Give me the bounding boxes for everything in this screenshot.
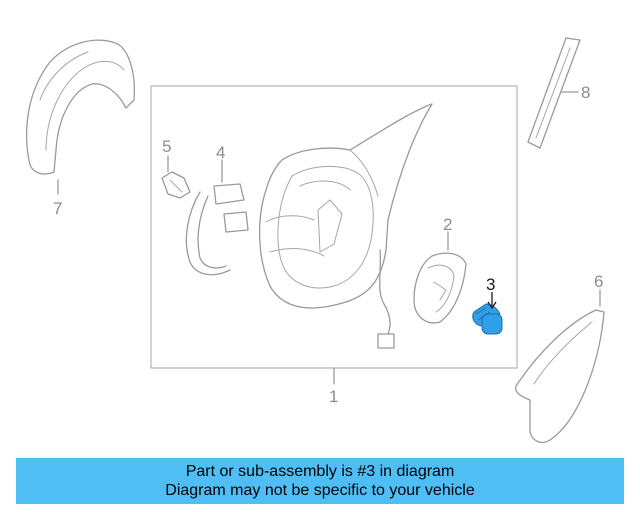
part-8-trim-strip[interactable] — [527, 37, 581, 149]
part-7-mirror-cover[interactable] — [25, 39, 136, 195]
callout-4[interactable]: 4 — [216, 143, 225, 162]
callout-1[interactable]: 1 — [329, 387, 338, 406]
mirror-housing[interactable] — [258, 103, 433, 349]
callout-8[interactable]: 8 — [581, 83, 590, 102]
part-2-actuator[interactable] — [413, 231, 467, 324]
callout-2[interactable]: 2 — [443, 215, 452, 234]
callout-7[interactable]: 7 — [53, 199, 62, 218]
part-3-highlighted-screw[interactable] — [472, 292, 503, 335]
banner-line-1: Part or sub-assembly is #3 in diagram — [185, 463, 455, 480]
callout-3[interactable]: 3 — [486, 275, 495, 294]
callout-6[interactable]: 6 — [594, 272, 603, 291]
part-4-harness[interactable] — [185, 159, 249, 276]
vehicle-fit-banner: Part or sub-assembly is #3 in diagram Di… — [16, 458, 624, 504]
part-6-mirror-glass[interactable] — [514, 289, 605, 444]
part-5-screw[interactable] — [161, 155, 191, 199]
callout-5[interactable]: 5 — [162, 137, 171, 156]
banner-line-2: Diagram may not be specific to your vehi… — [165, 482, 475, 499]
